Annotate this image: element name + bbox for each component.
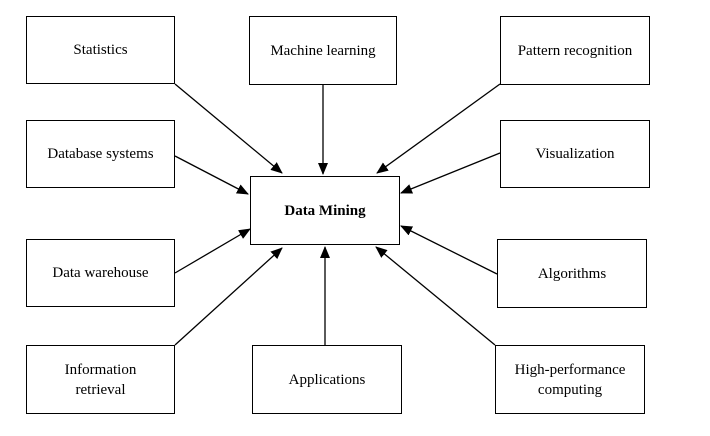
data-warehouse-label: Data warehouse (52, 265, 149, 281)
information-retrieval-box: Information retrieval (26, 345, 175, 414)
arrow-high-performance-computing (375, 246, 496, 346)
information-retrieval-label: Information retrieval (64, 361, 137, 398)
pattern-recognition-label: Pattern recognition (517, 42, 633, 59)
algorithms-box: Algorithms (497, 239, 647, 308)
pattern-recognition-box: Pattern recognition (500, 16, 650, 85)
arrow-statistics (174, 83, 283, 174)
machine-learning-label: Machine learning (270, 42, 376, 59)
high-performance-computing-label: High-performance computing (514, 361, 626, 398)
arrow-pattern-recognition (376, 83, 501, 174)
arrow-algorithms (400, 225, 498, 275)
applications-label: Applications (288, 371, 366, 388)
arrow-information-retrieval (174, 247, 283, 346)
statistics-label: Statistics (73, 42, 128, 58)
machine-learning-box: Machine learning (249, 16, 397, 85)
visualization-box: Visualization (500, 120, 650, 188)
arrow-data-warehouse (174, 228, 251, 274)
statistics-box: Statistics (26, 16, 175, 84)
data-mining-box: Data Mining (250, 176, 400, 245)
algorithms-label: Algorithms (537, 265, 607, 282)
visualization-label: Visualization (535, 146, 615, 162)
arrow-database-systems (174, 155, 249, 195)
data-warehouse-box: Data warehouse (26, 239, 175, 307)
data-mining-label: Data Mining (284, 202, 366, 219)
high-performance-computing-box: High-performance computing (495, 345, 645, 414)
arrow-visualization (400, 152, 501, 194)
database-systems-label: Database systems (47, 146, 154, 162)
applications-box: Applications (252, 345, 402, 414)
database-systems-box: Database systems (26, 120, 175, 188)
